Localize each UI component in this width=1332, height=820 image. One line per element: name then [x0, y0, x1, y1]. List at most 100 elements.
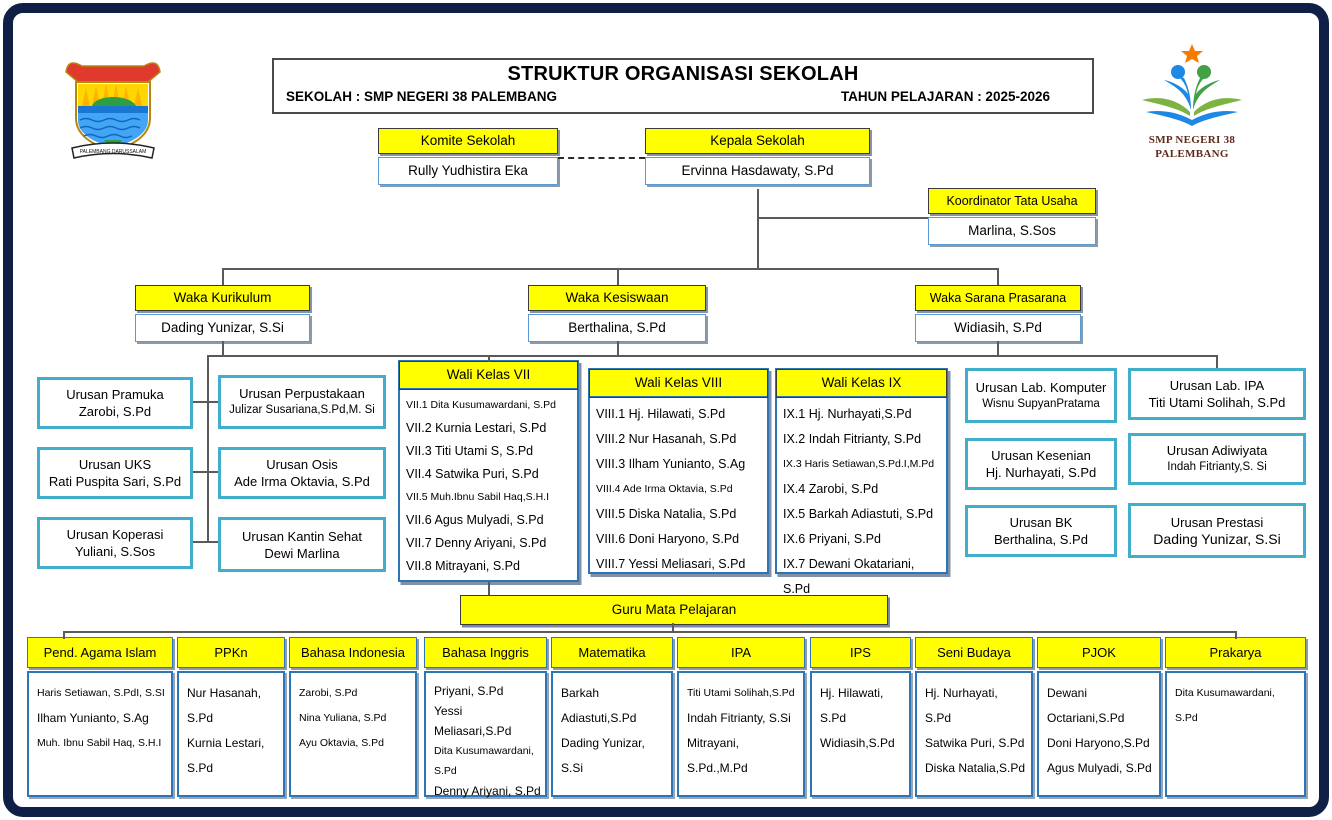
- member-line: Ilham Yunianto, S.Ag: [37, 711, 149, 725]
- urusan-prestasi-box: Urusan Prestasi Dading Yunizar, S.Si: [1128, 503, 1306, 558]
- member-line: IX.4 Zarobi, S.Pd: [783, 482, 879, 496]
- member-line: VIII.2 Nur Hasanah, S.Pd: [596, 432, 737, 446]
- member-line: VII.4 Satwika Puri, S.Pd: [406, 467, 539, 481]
- subject-members: Dita Kusumawardani, S.Pd: [1165, 671, 1306, 797]
- member-line: VII.8 Mitrayani, S.Pd: [406, 559, 520, 573]
- member-line: Yessi Meliasari,S.Pd: [434, 704, 512, 738]
- urusan-name: Yuliani, S.Sos: [74, 544, 156, 559]
- waka-sarana-title: Waka Sarana Prasarana: [915, 285, 1081, 311]
- member-line: Nina Yuliana, S.Pd: [299, 712, 387, 724]
- subject-title: Seni Budaya: [915, 637, 1033, 668]
- page-title: STRUKTUR ORGANISASI SEKOLAH: [507, 63, 859, 85]
- member-line: Kurnia Lestari, S.Pd: [187, 736, 265, 775]
- member-line: VII.1 Dita Kusumawardani, S.Pd: [406, 399, 556, 411]
- member-line: Zarobi, S.Pd: [299, 687, 358, 699]
- connector-wali7-stub: [488, 355, 490, 362]
- urusan-name: Ade Irma Oktavia, S.Pd: [234, 474, 370, 489]
- subject-pend-agama-islam: Pend. Agama Islam Haris Setiawan, S.PdI,…: [27, 637, 173, 797]
- urusan-osis-box: Urusan Osis Ade Irma Oktavia, S.Pd: [218, 447, 386, 499]
- kepala-name: Ervinna Hasdawaty, S.Pd: [645, 157, 870, 185]
- subject-title: Matematika: [551, 637, 673, 668]
- urusan-koperasi-box: Urusan Koperasi Yuliani, S.Sos: [37, 517, 193, 569]
- urusan-name: Wisnu SupyanPratama: [982, 397, 1100, 410]
- member-line: VIII.3 Ilham Yunianto, S.Ag: [596, 457, 746, 471]
- connector-to-tata-usaha: [757, 217, 928, 219]
- urusan-title: Urusan Koperasi: [66, 527, 164, 542]
- member-line: IX.5 Barkah Adiastuti, S.Pd: [783, 507, 934, 521]
- waka-kurikulum-name: Dading Yunizar, S.Si: [135, 314, 310, 342]
- urusan-name: Dading Yunizar, S.Si: [1153, 530, 1281, 547]
- urusan-title: Urusan Perpustakaan: [239, 386, 365, 401]
- wali-ix-title: Wali Kelas IX: [776, 369, 947, 398]
- tata-usaha-name: Marlina, S.Sos: [928, 217, 1096, 245]
- member-line: VIII.5 Diska Natalia, S.Pd: [596, 507, 737, 521]
- member-line: VIII.7 Yessi Meliasari, S.Pd: [596, 557, 746, 571]
- member-line: Dita Kusumawardani, S.Pd: [1175, 687, 1275, 724]
- connector-waka3-down: [997, 341, 999, 355]
- connector-waka3-stub: [997, 268, 999, 285]
- urusan-title: Urusan Kesenian: [991, 448, 1091, 463]
- urusan-title: Urusan Kantin Sehat: [242, 528, 362, 544]
- member-line: VIII.4 Ade Irma Oktavia, S.Pd: [596, 483, 733, 495]
- komite-title: Komite Sekolah: [378, 128, 558, 154]
- member-line: Hj. Nurhayati, S.Pd: [925, 686, 998, 725]
- connector-left-row3: [193, 541, 218, 543]
- member-line: Dewani Octariani,S.Pd: [1047, 686, 1125, 725]
- urusan-title: Urusan Prestasi: [1170, 514, 1264, 530]
- connector-dashed-komite-kepala: [558, 157, 645, 159]
- member-line: VII.7 Denny Ariyani, S.Pd: [406, 536, 547, 550]
- member-line: Dita Kusumawardani, S.Pd: [434, 745, 534, 777]
- subject-title: Prakarya: [1165, 637, 1306, 668]
- logo-banner-text: PALEMBANG DARUSSALAM: [80, 149, 147, 155]
- connector-kepala-down: [757, 189, 759, 268]
- urusan-kesenian-box: Urusan Kesenian Hj. Nurhayati, S.Pd: [965, 438, 1117, 490]
- waka-sarana-name: Widiasih, S.Pd: [915, 314, 1081, 342]
- urusan-name: Zarobi, S.Pd: [78, 404, 152, 419]
- logo-caption-line2: PALEMBANG: [1155, 148, 1229, 160]
- tata-usaha-title: Koordinator Tata Usaha: [928, 188, 1096, 214]
- member-line: Doni Haryono,S.Pd: [1047, 736, 1150, 750]
- wali-viii-title: Wali Kelas VIII: [589, 369, 768, 398]
- member-line: Muh. Ibnu Sabil Haq, S.H.I: [37, 737, 162, 749]
- urusan-title: Urusan BK: [1009, 515, 1073, 530]
- member-line: IX.3 Haris Setiawan,S.Pd.I,M.Pd: [783, 458, 935, 470]
- urusan-uks-box: Urusan UKS Rati Puspita Sari, S.Pd: [37, 447, 193, 499]
- subject-title: PJOK: [1037, 637, 1161, 668]
- smpn38-logo: SMP NEGERI 38 PALEMBANG: [1134, 42, 1250, 174]
- wali-vii-title: Wali Kelas VII: [399, 361, 578, 390]
- subject-prakarya: Prakarya Dita Kusumawardani, S.Pd: [1165, 637, 1306, 797]
- palembang-city-logo: PALEMBANG DARUSSALAM: [52, 44, 174, 166]
- subject-title: Bahasa Inggris: [424, 637, 547, 668]
- connector-wali7-guru: [488, 582, 490, 595]
- member-line: Diska Natalia,S.Pd: [925, 761, 1026, 775]
- waka-kesiswaan-title: Waka Kesiswaan: [528, 285, 706, 311]
- wali-kelas-vii-box: Wali Kelas VII VII.1 Dita Kusumawardani,…: [398, 360, 579, 582]
- member-line: Ayu Oktavia, S.Pd: [299, 737, 385, 749]
- subject-title: Bahasa Indonesia: [289, 637, 417, 668]
- urusan-title: Urusan Pramuka: [66, 387, 164, 402]
- urusan-perpustakaan-box: Urusan Perpustakaan Julizar Susariana,S.…: [218, 375, 386, 429]
- urusan-name: Hj. Nurhayati, S.Pd: [985, 465, 1097, 480]
- member-line: VII.5 Muh.Ibnu Sabil Haq,S.H.I: [406, 491, 549, 503]
- logo-caption-line1: SMP NEGERI 38: [1148, 134, 1236, 146]
- connector-waka-branch: [222, 268, 998, 270]
- connector-waka2-down: [617, 341, 619, 355]
- member-line: IX.6 Priyani, S.Pd: [783, 532, 881, 546]
- member-line: Priyani, S.Pd: [434, 684, 504, 698]
- connector-waka2-stub: [617, 268, 619, 285]
- member-line: Barkah Adiastuti,S.Pd: [561, 686, 637, 725]
- urusan-title: Urusan Adiwiyata: [1166, 443, 1268, 458]
- urusan-title: Urusan Osis: [266, 457, 338, 472]
